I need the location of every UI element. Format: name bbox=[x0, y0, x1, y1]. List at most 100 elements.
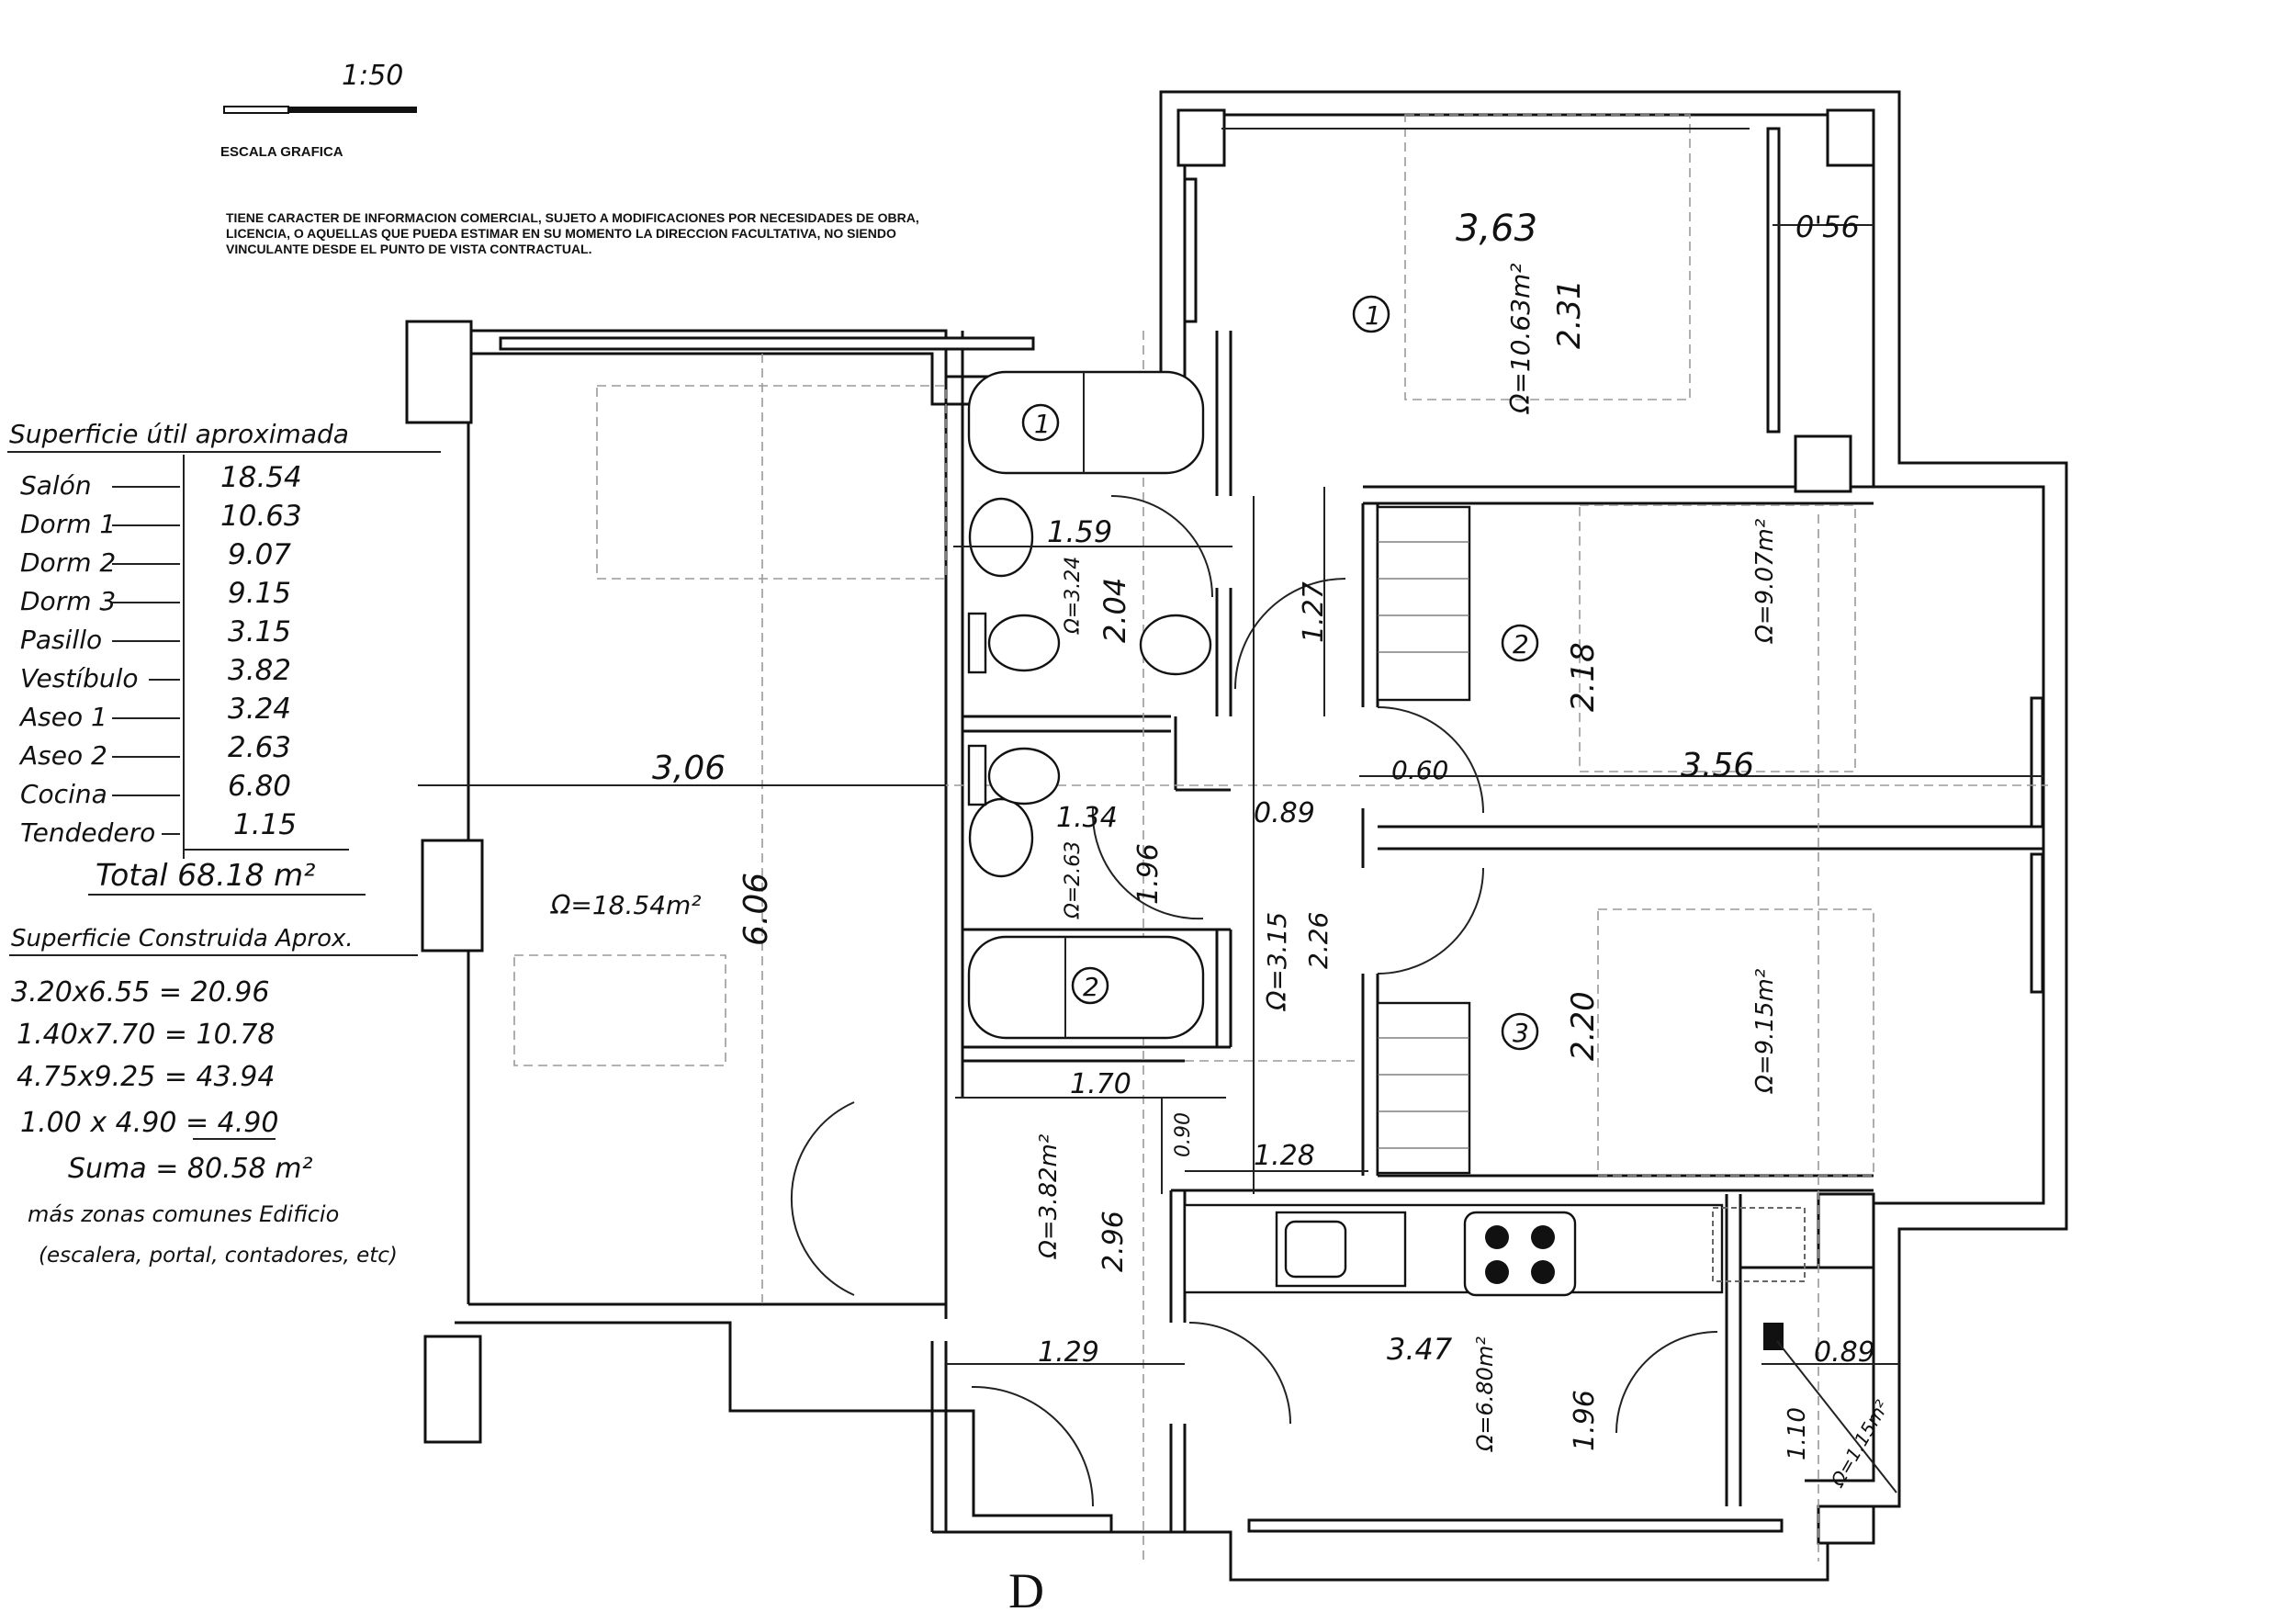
dim-label: 1.29 bbox=[1038, 1336, 1099, 1369]
area-row-value: 18.54 bbox=[220, 461, 302, 494]
built-note-1: más zonas comunes Edificio bbox=[28, 1201, 339, 1227]
room-numbers: 1 2 3 1 2 bbox=[1021, 295, 1539, 1051]
door-swing bbox=[1110, 495, 1213, 598]
scale-bar-light bbox=[223, 106, 289, 114]
door-swing bbox=[1091, 807, 1204, 920]
bedroom1-west-window bbox=[1183, 177, 1198, 323]
area-row: Pasillo 3.15 bbox=[20, 615, 291, 655]
room-number: 3 bbox=[1513, 1018, 1529, 1048]
dim-label: 1.27 bbox=[1298, 581, 1330, 643]
area-row-room: Cocina bbox=[20, 779, 107, 809]
area-label-salon: Ω=18.54m² bbox=[550, 890, 702, 920]
dim-label: 0.89 bbox=[1254, 797, 1315, 829]
area-row-value: 2.63 bbox=[228, 731, 291, 764]
area-row: Dorm 2 9.07 bbox=[20, 538, 291, 578]
dim-label: 1.96 bbox=[1569, 1390, 1601, 1451]
area-label-bedroom-1: Ω=10.63m² bbox=[1505, 263, 1536, 414]
dim-label: 0.90 bbox=[1172, 1112, 1195, 1157]
bedroom2-window bbox=[2030, 696, 2044, 828]
dim-label: 1.10 bbox=[1784, 1407, 1811, 1460]
door-swing bbox=[1615, 1331, 1718, 1434]
dim-label: 1.28 bbox=[1254, 1140, 1315, 1172]
dim-label: 0.89 bbox=[1814, 1336, 1875, 1369]
header: 1:50 ESCALA GRAFICA TIENE CARACTER DE IN… bbox=[220, 60, 919, 256]
built-row: 4.75x9.25 = 43.94 bbox=[17, 1061, 275, 1093]
scale-ratio: 1:50 bbox=[342, 60, 403, 92]
bathroom-number: 1 bbox=[1034, 409, 1051, 439]
dim-label: 1.34 bbox=[1056, 802, 1118, 834]
area-label-vestibule: Ω=3.82m² bbox=[1035, 1134, 1063, 1259]
dim-label: 2.26 bbox=[1303, 912, 1334, 969]
built-sum: Suma = 80.58 m² bbox=[68, 1153, 313, 1185]
dim-label: 2.04 bbox=[1097, 578, 1132, 643]
scale-bar-dark bbox=[288, 107, 417, 113]
pillars bbox=[405, 108, 1875, 1545]
area-row-value: 3.24 bbox=[228, 693, 291, 726]
washbasin bbox=[968, 797, 1034, 878]
bathroom-number-badge bbox=[1071, 966, 1109, 1005]
main-door-swing bbox=[971, 1385, 1094, 1507]
built-area-block: Superficie Construida Aprox. 3.20x6.55 =… bbox=[9, 925, 418, 1268]
area-row-value: 10.63 bbox=[220, 500, 302, 533]
bedroom3-window bbox=[2030, 852, 2044, 994]
toilet bbox=[987, 614, 1061, 672]
dim-label: 6.06 bbox=[737, 873, 775, 946]
doors bbox=[790, 495, 1718, 1507]
area-labels: Ω=18.54m² Ω=10.63m² Ω=9.07m² Ω=9.15m² Ω=… bbox=[550, 263, 1893, 1491]
dim-label: 0'56 bbox=[1795, 209, 1860, 244]
disclaimer-line-2: LICENCIA, O AQUELLAS QUE PUEDA ESTIMAR E… bbox=[226, 226, 896, 241]
area-label-bedroom-2: Ω=9.07m² bbox=[1751, 519, 1779, 644]
wardrobe bbox=[1376, 505, 1471, 702]
bathroom-number: 2 bbox=[1083, 972, 1099, 1002]
room-number-badge bbox=[1352, 295, 1390, 333]
area-row-value: 3.82 bbox=[228, 654, 291, 687]
kitchen-counter bbox=[1183, 1203, 1724, 1294]
dim-label: 1.96 bbox=[1132, 843, 1165, 905]
wardrobes bbox=[1376, 505, 1471, 1175]
area-row: Cocina 6.80 bbox=[20, 770, 291, 809]
bed2-outline bbox=[1579, 504, 1856, 772]
washbasin bbox=[968, 497, 1034, 578]
area-row: Aseo 2 2.63 bbox=[18, 731, 291, 771]
pillar bbox=[1817, 1192, 1875, 1269]
area-row-room: Vestíbulo bbox=[20, 663, 139, 693]
laundry-hatch bbox=[1712, 1207, 1806, 1282]
built-area-title: Superficie Construida Aprox. bbox=[11, 925, 354, 952]
area-row-room: Pasillo bbox=[20, 625, 102, 655]
room-number: 1 bbox=[1365, 300, 1381, 331]
bed3-outline bbox=[1597, 908, 1874, 1177]
built-row: 1.00 x 4.90 = 4.90 bbox=[20, 1107, 278, 1139]
area-label-hallway: Ω=3.15 bbox=[1262, 912, 1292, 1011]
area-row: Dorm 3 9.15 bbox=[20, 577, 291, 616]
salon-west-window bbox=[421, 839, 484, 952]
scale-label: ESCALA GRAFICA bbox=[220, 144, 343, 160]
toilet bbox=[987, 747, 1061, 806]
area-row-room: Aseo 1 bbox=[18, 702, 107, 732]
area-row-room: Salón bbox=[20, 470, 92, 501]
area-label-bathroom-2: Ω=2.63 bbox=[1062, 841, 1085, 919]
area-row-room: Dorm 1 bbox=[20, 509, 116, 539]
unit-label: D bbox=[1008, 1563, 1044, 1618]
built-row: 1.40x7.70 = 10.78 bbox=[17, 1019, 275, 1051]
room-number-badge bbox=[1501, 624, 1539, 662]
room-number-badge bbox=[1501, 1012, 1539, 1051]
bidet bbox=[1139, 614, 1212, 676]
door-swing bbox=[1188, 1322, 1291, 1425]
dim-label: 0.60 bbox=[1391, 755, 1448, 785]
area-row-value: 6.80 bbox=[228, 770, 291, 803]
windows bbox=[421, 127, 2044, 1533]
pillar bbox=[1826, 108, 1875, 167]
salon-window bbox=[499, 336, 1035, 351]
area-row-room: Dorm 3 bbox=[20, 586, 116, 616]
dim-label: 3.56 bbox=[1681, 747, 1754, 784]
bathtub-1 bbox=[967, 370, 1205, 475]
bed1-outline bbox=[1404, 114, 1691, 400]
room-number: 2 bbox=[1513, 629, 1529, 659]
dim-label: 2.96 bbox=[1097, 1211, 1130, 1272]
pillar bbox=[1176, 108, 1226, 167]
dim-label: 3.47 bbox=[1387, 1332, 1453, 1367]
dim-label: 3,06 bbox=[652, 750, 726, 787]
area-row-value: 3.15 bbox=[228, 615, 291, 648]
area-row-room: Aseo 2 bbox=[18, 740, 107, 771]
pillar bbox=[405, 320, 473, 424]
